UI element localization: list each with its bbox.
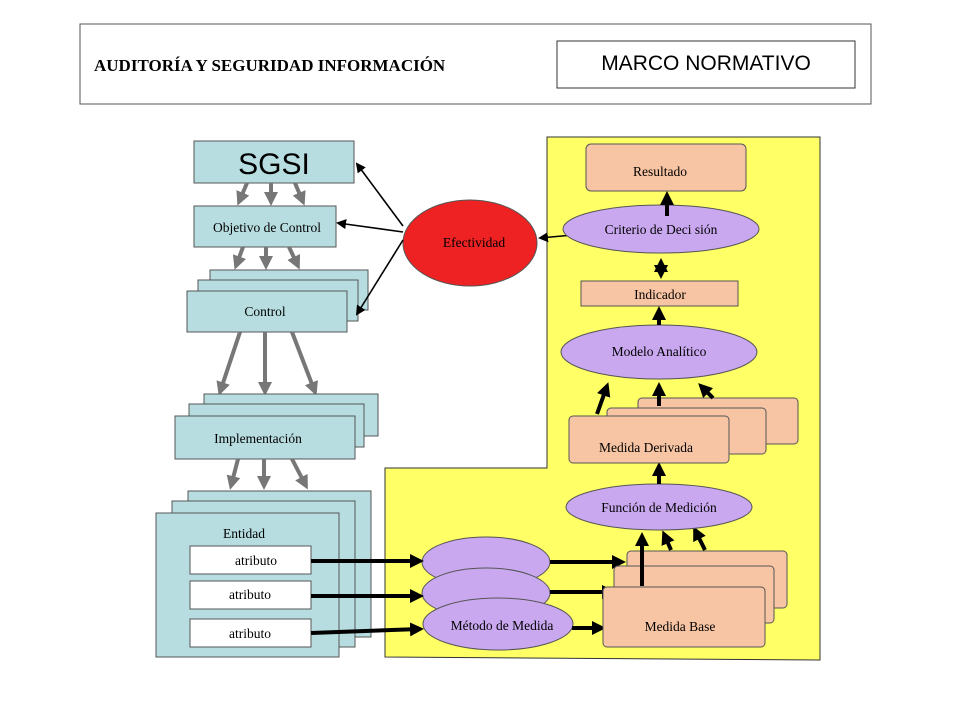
attribute-to-method-arrows [310,554,424,637]
criterio-decision-label: Criterio de Deci sión [605,222,718,237]
control-to-implementation-arrows [216,331,318,396]
control-node: Control [186,269,369,333]
funcion-medicion-node: Función de Medición [565,483,753,531]
metodo-medida-label: Método de Medida [451,618,554,633]
objetivo-control-label: Objetivo de Control [213,220,321,235]
implementacion-label: Implementación [214,431,302,446]
efectividad-node: Efectividad [402,199,538,287]
modelo-analitico-label: Modelo Analítico [612,344,707,359]
indicador-node: Indicador [580,280,739,307]
sgsi-to-objective-arrows [236,182,306,206]
medida-derivada-node: Medida Derivada [568,397,799,464]
efectividad-label: Efectividad [443,235,505,250]
resultado-node: Resultado [585,143,747,192]
modelo-analitico-node: Modelo Analítico [560,324,758,380]
medida-derivada-label: Medida Derivada [599,440,693,455]
header-box: AUDITORÍA Y SEGURIDAD INFORMACIÓN MARCO … [79,23,872,105]
sgsi-label: SGSI [238,148,310,181]
resultado-label: Resultado [633,164,687,179]
entidad-label: Entidad [223,526,265,541]
control-label: Control [244,304,286,319]
funcion-medicion-label: Función de Medición [601,500,717,515]
implementation-to-entity-arrows [226,458,308,490]
section-box [556,40,856,89]
medida-base-node: Medida Base [602,550,788,648]
section-label: MARCO NORMATIVO [601,52,811,75]
indicador-label: Indicador [634,287,686,302]
implementacion-node: Implementación [174,393,379,460]
objective-to-control-arrows [232,246,301,270]
atributo-3: atributo [189,618,312,648]
atributo-2-label: atributo [229,587,271,602]
base-to-function-arrows [635,526,707,586]
atributo-1: atributo [189,545,312,575]
medida-base-label: Medida Base [645,619,716,634]
sgsi-node: SGSI [193,140,355,184]
atributo-2: atributo [189,580,312,610]
derived-to-model-arrows [595,382,715,415]
criterio-decision-node: Criterio de Deci sión [562,204,760,254]
header-title: AUDITORÍA Y SEGURIDAD INFORMACIÓN [94,56,446,75]
atributo-3-label: atributo [229,626,271,641]
objetivo-control-node: Objetivo de Control [193,205,337,248]
method-to-base-arrows [550,555,626,635]
metodo-medida-node: Método de Medida [421,536,574,651]
atributo-1-label: atributo [235,553,277,568]
